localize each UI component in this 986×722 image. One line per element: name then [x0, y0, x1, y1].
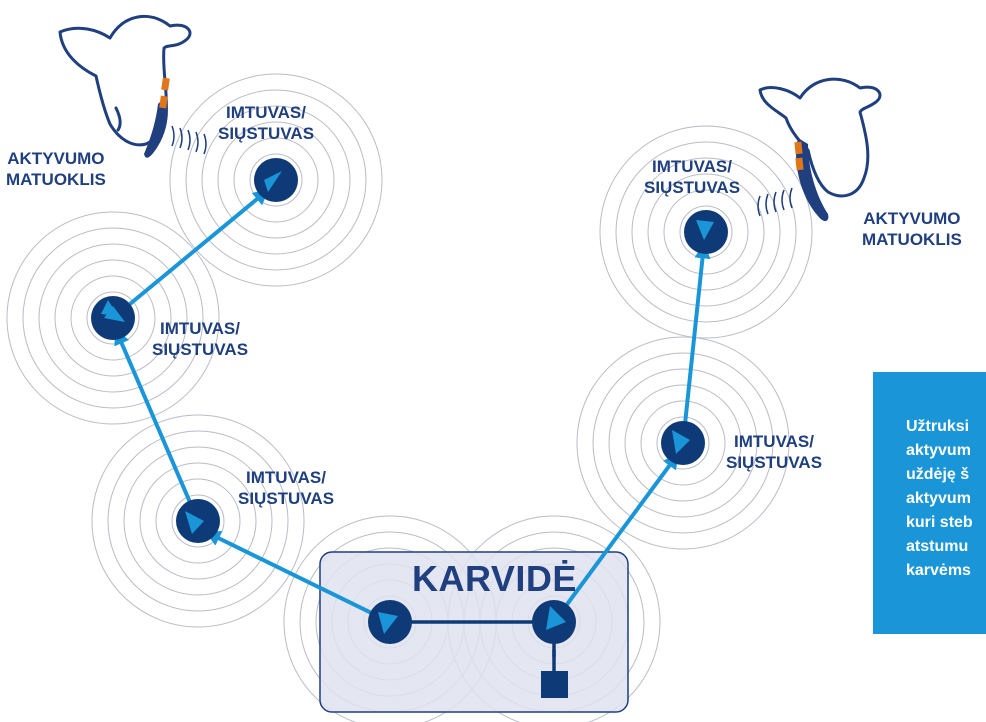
- info-line: Užtruksi: [906, 418, 970, 435]
- info-line: karvėms: [906, 562, 971, 579]
- signal-waves-icon: [757, 187, 793, 217]
- receiver-label-2: IMTUVAS/SIŲSTUVAS: [152, 319, 249, 359]
- tag-icon: [795, 157, 804, 171]
- tag-icon: [159, 95, 168, 109]
- rings-node-3: [91, 414, 305, 628]
- node-arrow-tips: [101, 171, 714, 634]
- info-text: Užtruksi aktyvum uždėję š aktyvum kuri s…: [906, 415, 986, 583]
- info-line: kuri steb: [906, 514, 973, 531]
- cow-right-collar: [796, 138, 829, 222]
- signal-waves-icon: [171, 125, 207, 155]
- receiver-label-6: IMTUVAS/SIŲSTUVAS: [726, 432, 823, 472]
- server-box: [541, 671, 568, 698]
- cow-left-collar: [144, 96, 168, 158]
- receiver-label-1: IMTUVAS/SIŲSTUVAS: [218, 103, 315, 143]
- receiver-label-3: IMTUVAS/SIŲSTUVAS: [238, 468, 335, 508]
- arrow-4-to-3: [204, 530, 392, 624]
- cow-left-icon: [58, 15, 192, 147]
- arrow-6-to-7: [681, 242, 711, 445]
- tag-icon: [161, 77, 170, 91]
- receiver-label-7: IMTUVAS/SIŲSTUVAS: [644, 157, 741, 197]
- barn-label: KARVIDĖ: [412, 558, 577, 599]
- signal-rings: [6, 73, 813, 722]
- rings-node-7: [599, 125, 813, 339]
- data-arrows: [111, 188, 711, 624]
- rings-node-1: [169, 73, 383, 287]
- info-line: uždėję š: [906, 466, 970, 483]
- arrow-2-to-1: [111, 188, 270, 320]
- arrow-3-to-2: [114, 328, 200, 523]
- info-line: aktyvum: [906, 490, 971, 507]
- rings-node-6: [576, 336, 790, 550]
- info-line: aktyvum: [906, 442, 971, 459]
- tag-icon: [794, 141, 803, 155]
- info-box: Užtruksi aktyvum uždėję š aktyvum kuri s…: [873, 372, 986, 634]
- arrow-5-to-6: [552, 452, 680, 624]
- cow-right-icon: [758, 77, 882, 198]
- info-line: atstumu: [906, 538, 969, 555]
- rings-node-2: [6, 211, 220, 425]
